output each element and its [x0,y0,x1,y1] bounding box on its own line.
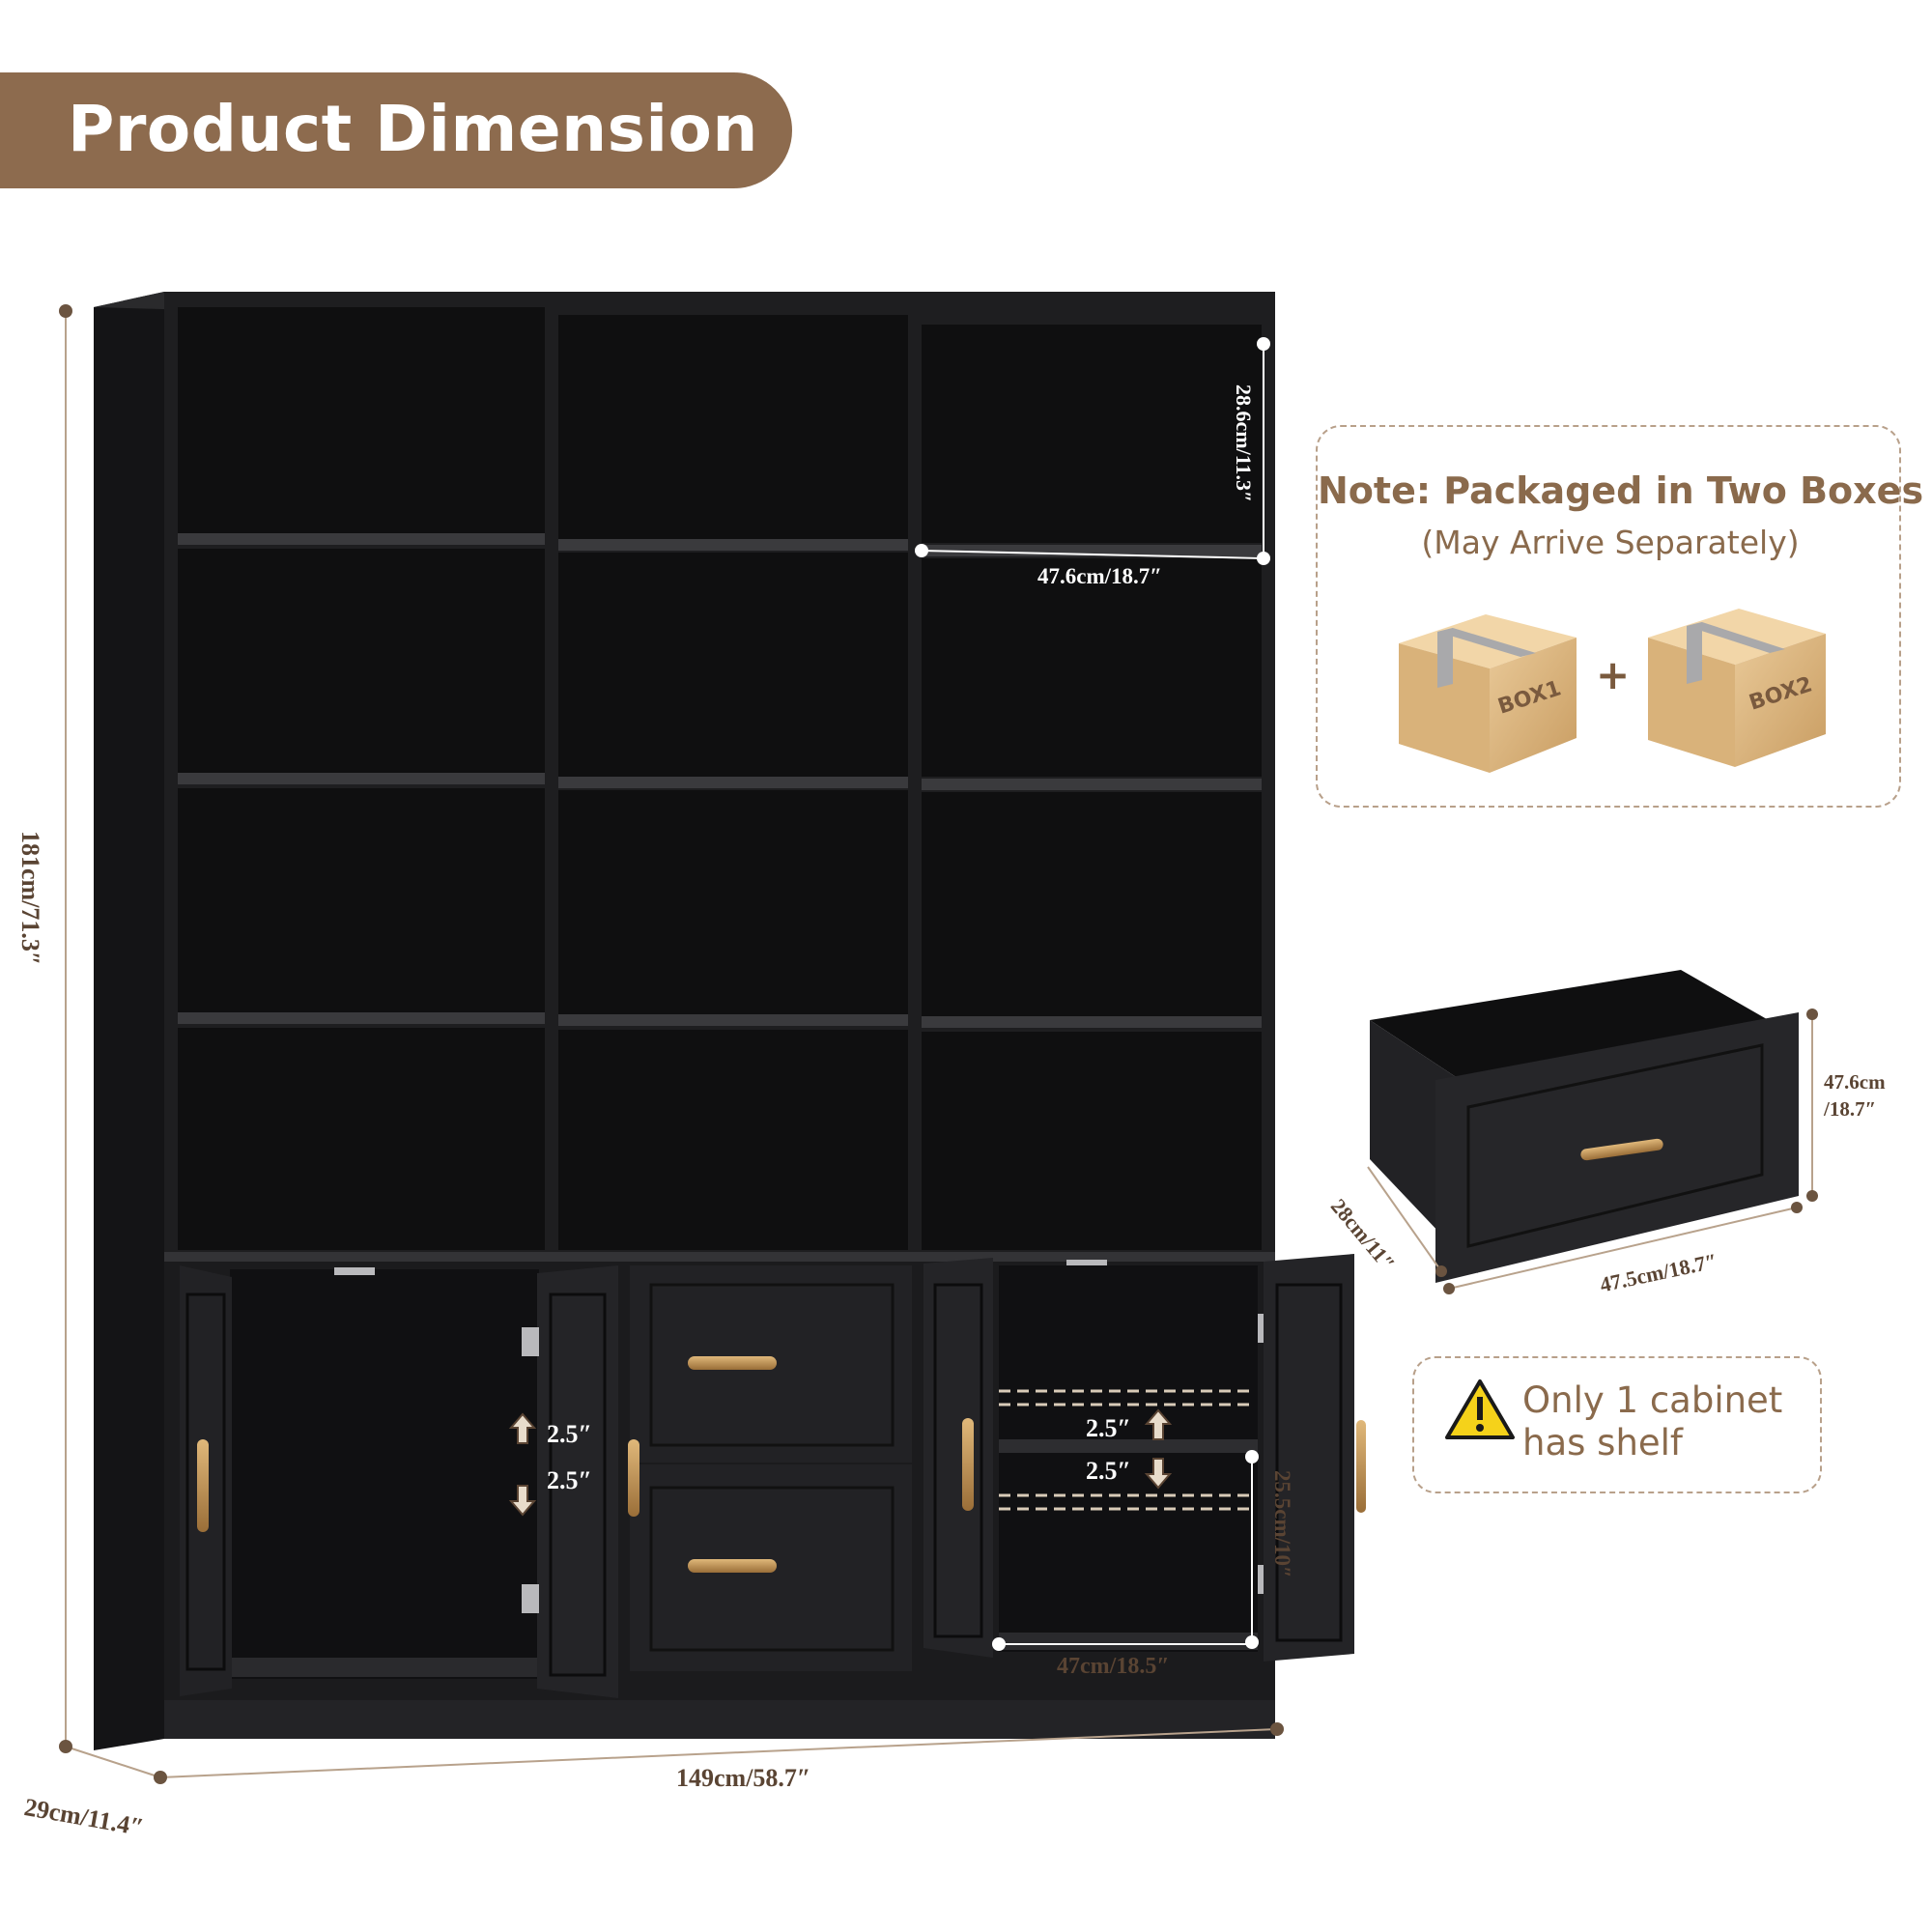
cabinet-shelf-down-label: 2.5″ [1086,1457,1131,1485]
cube-height-label: 28.6cm/11.3″ [1232,384,1256,503]
dimension-lines [65,311,1278,1778]
shelf-adjust-up-label: 2.5″ [547,1420,592,1448]
drawer-height-cm-label: 47.6cm [1824,1070,1886,1094]
shelf-warning: Only 1 cabinet has shelf [1412,1356,1822,1493]
cubbies [178,307,1262,1250]
cabinet-height-label: 25.5cm/10″ [1270,1470,1294,1578]
packaging-note: Note: Packaged in Two Boxes (May Arrive … [1316,425,1924,808]
warning-icon [1445,1379,1515,1439]
drawer-detail [1370,970,1799,1283]
note-title: Note: Packaged in Two Boxes [1318,469,1924,512]
drawer-height-in-label: /18.7″ [1824,1097,1877,1121]
box1-label: BOX1 [1494,676,1565,720]
left-door-inner [537,1265,618,1698]
box2-illustration [1648,609,1826,767]
cabinet-shelf [999,1439,1258,1453]
bookcase [94,292,1366,1750]
box1-illustration [1399,614,1577,773]
shelf-adjust-down-label: 2.5″ [547,1466,592,1494]
note-subtitle: (May Arrive Separately) [1421,524,1800,561]
cube-width-label: 47.6cm/18.7″ [1037,564,1162,588]
header-banner: Product Dimension [0,72,792,188]
overall-width-label: 149cm/58.7″ [676,1764,811,1792]
overall-height-label: 181cm/71.3″ [16,831,44,966]
cabinet-shelf-up-label: 2.5″ [1086,1414,1131,1442]
page-title: Product Dimension [68,92,758,166]
right-door-inner [923,1258,993,1658]
cabinet-width-label: 47cm/18.5″ [1057,1654,1170,1679]
box2-label: BOX2 [1746,672,1816,716]
plus-icon: + [1596,651,1631,698]
brass-handles [197,1356,1366,1573]
warning-text: Only 1 cabinet has shelf [1522,1379,1783,1463]
right-door-outer [1264,1254,1354,1662]
